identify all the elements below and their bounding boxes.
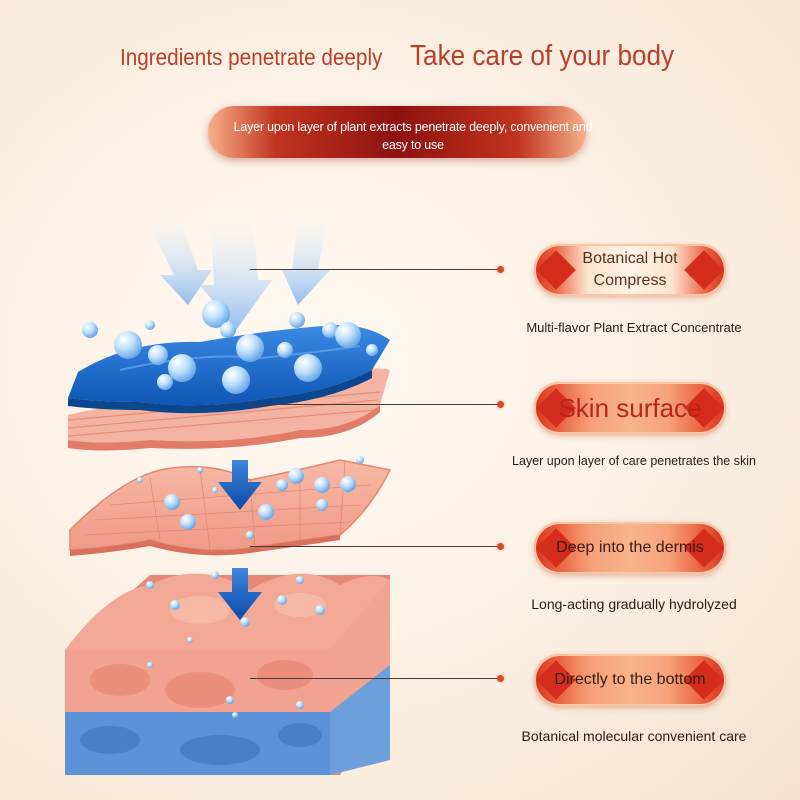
deep-tissue-block bbox=[65, 573, 390, 775]
label-skin-surface: Skin surface bbox=[534, 382, 726, 434]
caption-4: Botanical molecular convenient care bbox=[521, 728, 747, 744]
leader-dot-2 bbox=[497, 401, 504, 408]
pill-label: Botanical Hot Compress bbox=[582, 250, 678, 289]
pill-label: Skin surface bbox=[558, 393, 702, 423]
label-deep-dermis: Deep into the dermis bbox=[534, 522, 726, 574]
leader-line-1 bbox=[250, 269, 500, 270]
banner-text: Layer upon layer of plant extracts penet… bbox=[233, 120, 593, 152]
down-arrow-icon bbox=[218, 568, 262, 620]
caption-2: Layer upon layer of care penetrates the … bbox=[512, 454, 756, 468]
down-arrow-icon bbox=[218, 460, 262, 510]
label-botanical-hot-compress: Botanical Hot Compress bbox=[534, 244, 726, 296]
penetration-beams bbox=[140, 205, 330, 330]
leader-dot-3 bbox=[497, 543, 504, 550]
dermis-sheet bbox=[69, 459, 392, 556]
leader-line-2 bbox=[250, 404, 500, 405]
caption-1: Multi-flavor Plant Extract Concentrate bbox=[526, 320, 742, 335]
banner bbox=[208, 106, 586, 158]
left-title: Ingredients penetrate deeply bbox=[120, 44, 383, 70]
bubbles bbox=[82, 300, 378, 718]
right-title: Take care of your body bbox=[410, 40, 675, 72]
pill-label: Deep into the dermis bbox=[556, 539, 704, 556]
leader-line-3 bbox=[250, 546, 500, 547]
caption-3: Long-acting gradually hydrolyzed bbox=[531, 596, 737, 612]
pill-label: Directly to the bottom bbox=[554, 671, 706, 688]
leader-line-4 bbox=[250, 678, 500, 679]
leader-dot-4 bbox=[497, 675, 504, 682]
label-directly-bottom: Directly to the bottom bbox=[534, 654, 726, 706]
leader-dot-1 bbox=[497, 266, 504, 273]
